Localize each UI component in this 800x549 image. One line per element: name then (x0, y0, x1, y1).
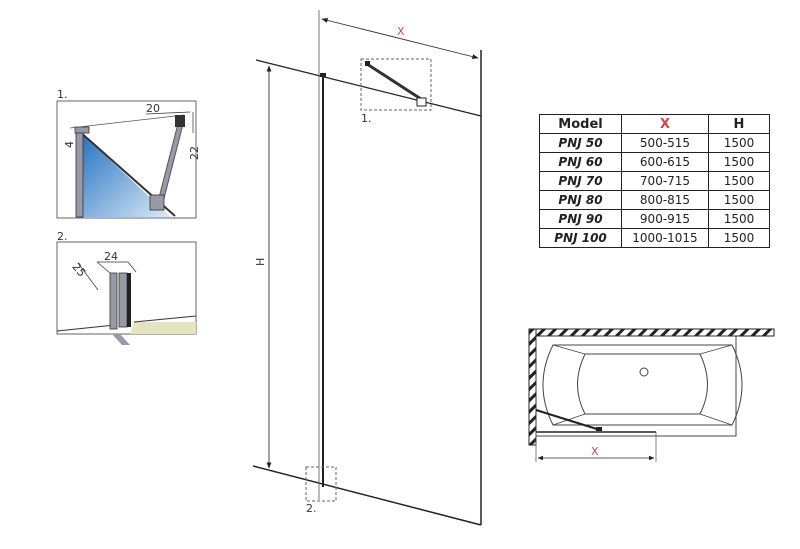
main-elevation-view: X H 1. 2. (252, 10, 482, 526)
detail-1-view: 1. 20 4 22 (56, 88, 201, 219)
svg-text:4: 4 (63, 141, 76, 148)
svg-text:2.: 2. (57, 230, 68, 243)
header-model: Model (539, 114, 622, 134)
table-row: PNJ 90 900-915 1500 (539, 209, 770, 229)
table-row: PNJ 60 600-615 1500 (539, 152, 770, 172)
header-h: H (708, 114, 770, 134)
spec-table: Model X H PNJ 50 500-515 1500 PNJ 60 600… (539, 114, 770, 248)
detail-2-view: 2. 24 25 (56, 230, 197, 345)
header-x: X (621, 114, 709, 134)
table-row: PNJ 100 1000-1015 1500 (539, 228, 770, 248)
svg-text:20: 20 (146, 102, 160, 115)
plan-view: X (528, 328, 775, 462)
table-row: PNJ 80 800-815 1500 (539, 190, 770, 210)
svg-text:1.: 1. (57, 88, 68, 101)
callout-2-label: 2. (306, 502, 317, 515)
h-dimension-label: H (254, 258, 267, 266)
callout-1-label: 1. (361, 112, 372, 125)
svg-text:24: 24 (104, 250, 118, 263)
table-row: PNJ 70 700-715 1500 (539, 171, 770, 191)
x-dimension-label: X (397, 25, 405, 38)
spec-table-header: Model X H (539, 114, 770, 134)
plan-x-label: X (591, 445, 599, 458)
svg-text:22: 22 (188, 146, 201, 160)
table-row: PNJ 50 500-515 1500 (539, 133, 770, 153)
